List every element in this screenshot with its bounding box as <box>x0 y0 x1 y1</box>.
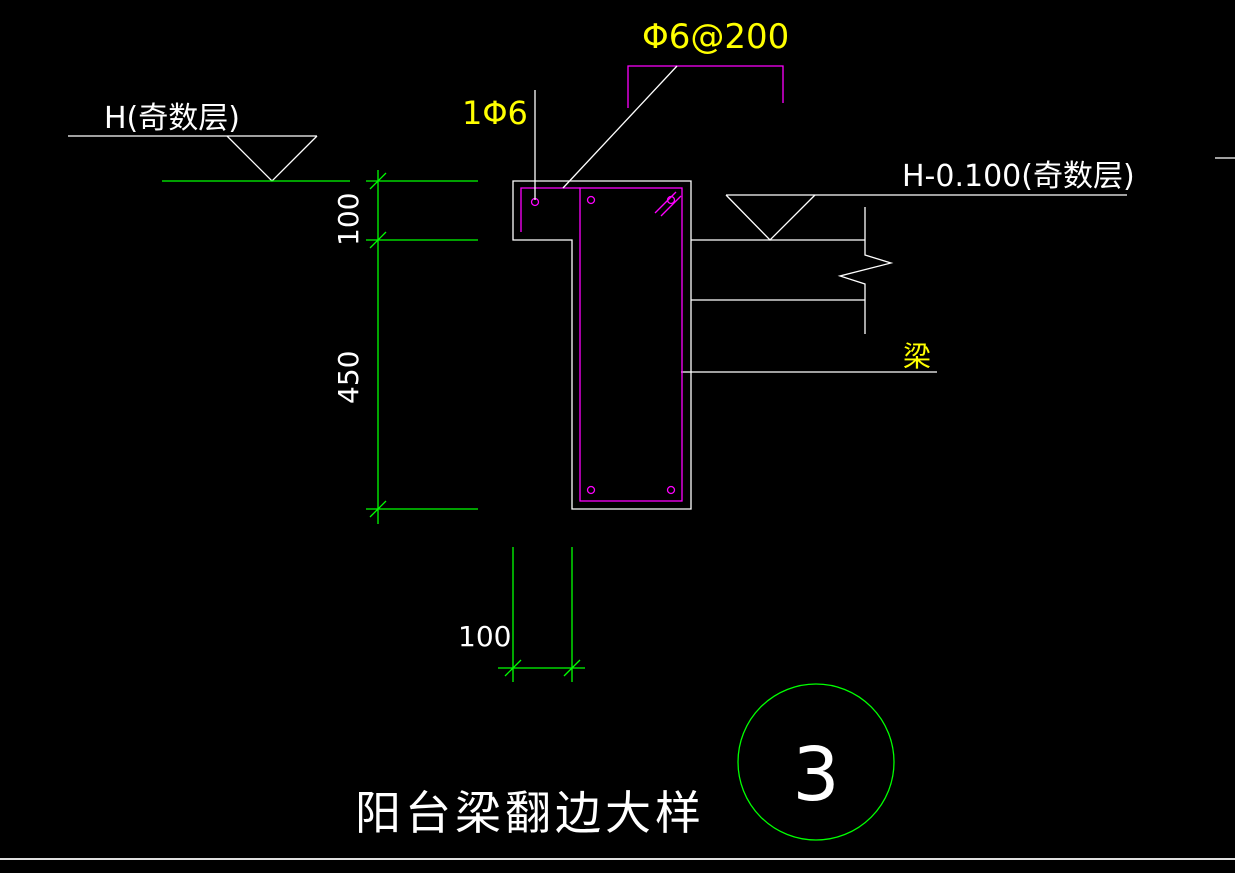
beam-label-group: 梁 <box>681 340 937 373</box>
dimension-vertical: 100 450 <box>332 170 478 524</box>
dim-upturn-height: 100 <box>332 193 365 246</box>
dim-beam-height: 450 <box>332 351 365 404</box>
top-bar-label-group: 1Φ6 <box>462 90 536 200</box>
level-left-label: H(奇数层) <box>104 101 240 136</box>
rebar-stirrup <box>520 187 683 502</box>
level-marker-right: H-0.100(奇数层) <box>725 159 1135 241</box>
top-bar-label: 1Φ6 <box>462 94 528 132</box>
stirrup-label: Φ6@200 <box>642 17 789 57</box>
beam-section-outline <box>512 180 692 510</box>
stirrup-label-group: Φ6@200 <box>562 17 789 189</box>
detail-number: 3 <box>792 732 839 818</box>
dim-upturn-width: 100 <box>458 620 511 653</box>
beam-label: 梁 <box>903 340 931 373</box>
slab-right <box>691 207 894 334</box>
level-right-label: H-0.100(奇数层) <box>902 159 1135 194</box>
drawing-title: 阳台梁翻边大样 <box>355 786 705 840</box>
level-marker-left: H(奇数层) <box>68 101 350 182</box>
bottom-divider <box>0 858 1235 873</box>
detail-number-bubble: 3 <box>737 683 895 841</box>
dimension-horizontal: 100 <box>458 547 585 682</box>
